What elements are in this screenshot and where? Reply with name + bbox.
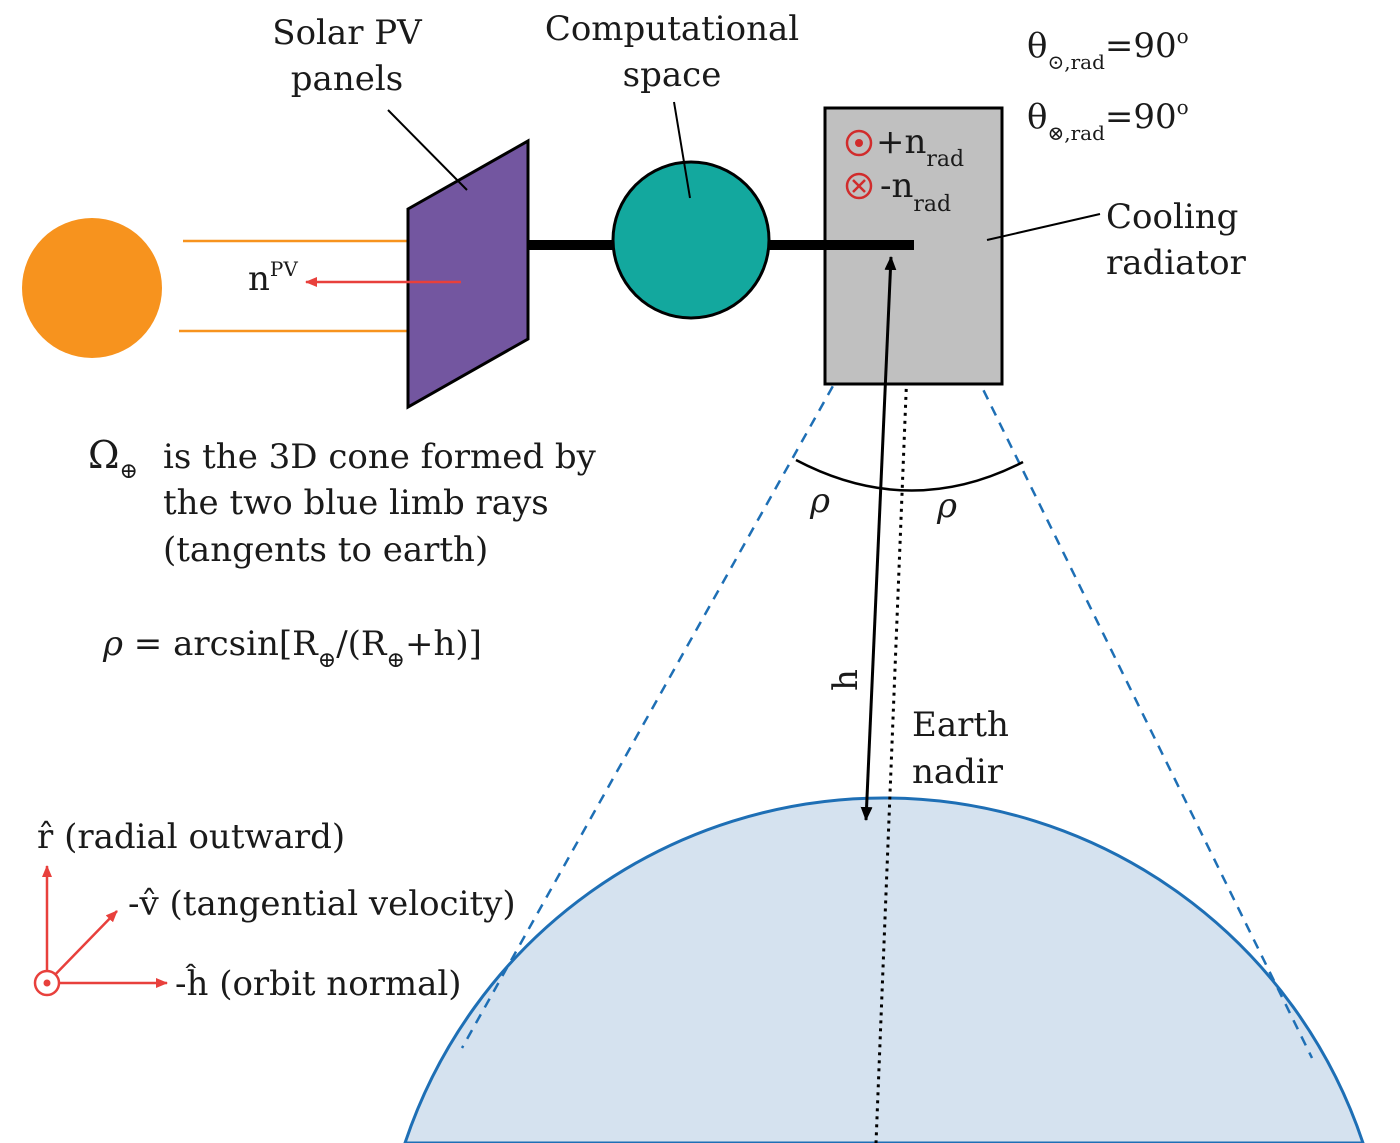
earth-disk xyxy=(403,796,1365,1143)
altitude-label: h xyxy=(826,669,866,691)
normal-axis-label: -ĥ (orbit normal) xyxy=(175,963,462,1004)
omega-line2: the two blue limb rays xyxy=(163,483,549,523)
radiator-leader-line xyxy=(986,213,1101,241)
omega-label: Ω⊕ xyxy=(88,433,138,484)
nadir-label-line2: nadir xyxy=(912,752,1004,792)
pv-normal-label: nPV xyxy=(248,257,298,299)
cross-circle-icon xyxy=(845,172,873,200)
rho-equation: ρ = arcsin[R⊕/(R⊕+h)] xyxy=(102,624,482,673)
pv-title-line2: panels xyxy=(291,59,403,99)
radiator-title-line2: radiator xyxy=(1106,243,1247,283)
minus-n-rad-label: -nrad xyxy=(880,166,951,217)
dot-circle-icon xyxy=(845,129,873,157)
coordinate-axes xyxy=(33,865,168,997)
pv-leader-line xyxy=(387,109,468,191)
rho-angle-arc xyxy=(795,458,1024,492)
radial-axis-label: r̂ (radial outward) xyxy=(37,817,345,857)
compute-title-line1: Computational xyxy=(545,9,799,49)
rho-left-label: ρ xyxy=(809,481,830,521)
radiator-title-line1: Cooling xyxy=(1106,197,1238,237)
velocity-axis xyxy=(46,910,118,984)
rho-right-label: ρ xyxy=(936,486,957,526)
solar-pv-panel xyxy=(406,138,530,410)
nadir-label-line1: Earth xyxy=(912,705,1009,745)
compute-leader-line xyxy=(673,101,691,199)
compute-title-line2: space xyxy=(623,55,722,95)
pv-title-line1: Solar PV xyxy=(272,13,423,53)
computational-space xyxy=(611,160,771,320)
velocity-axis-label: -v̂ (tangential velocity) xyxy=(128,884,516,924)
plus-n-rad-label: +nrad xyxy=(876,122,964,172)
theta-cross-label: θ⊗,rad=90o xyxy=(1027,95,1189,145)
theta-sun-label: θ⊙,rad=90o xyxy=(1027,24,1189,74)
omega-line3: (tangents to earth) xyxy=(163,530,488,570)
altitude-arrow xyxy=(860,256,897,821)
omega-line1: is the 3D cone formed by xyxy=(163,437,597,477)
sun xyxy=(22,218,162,358)
